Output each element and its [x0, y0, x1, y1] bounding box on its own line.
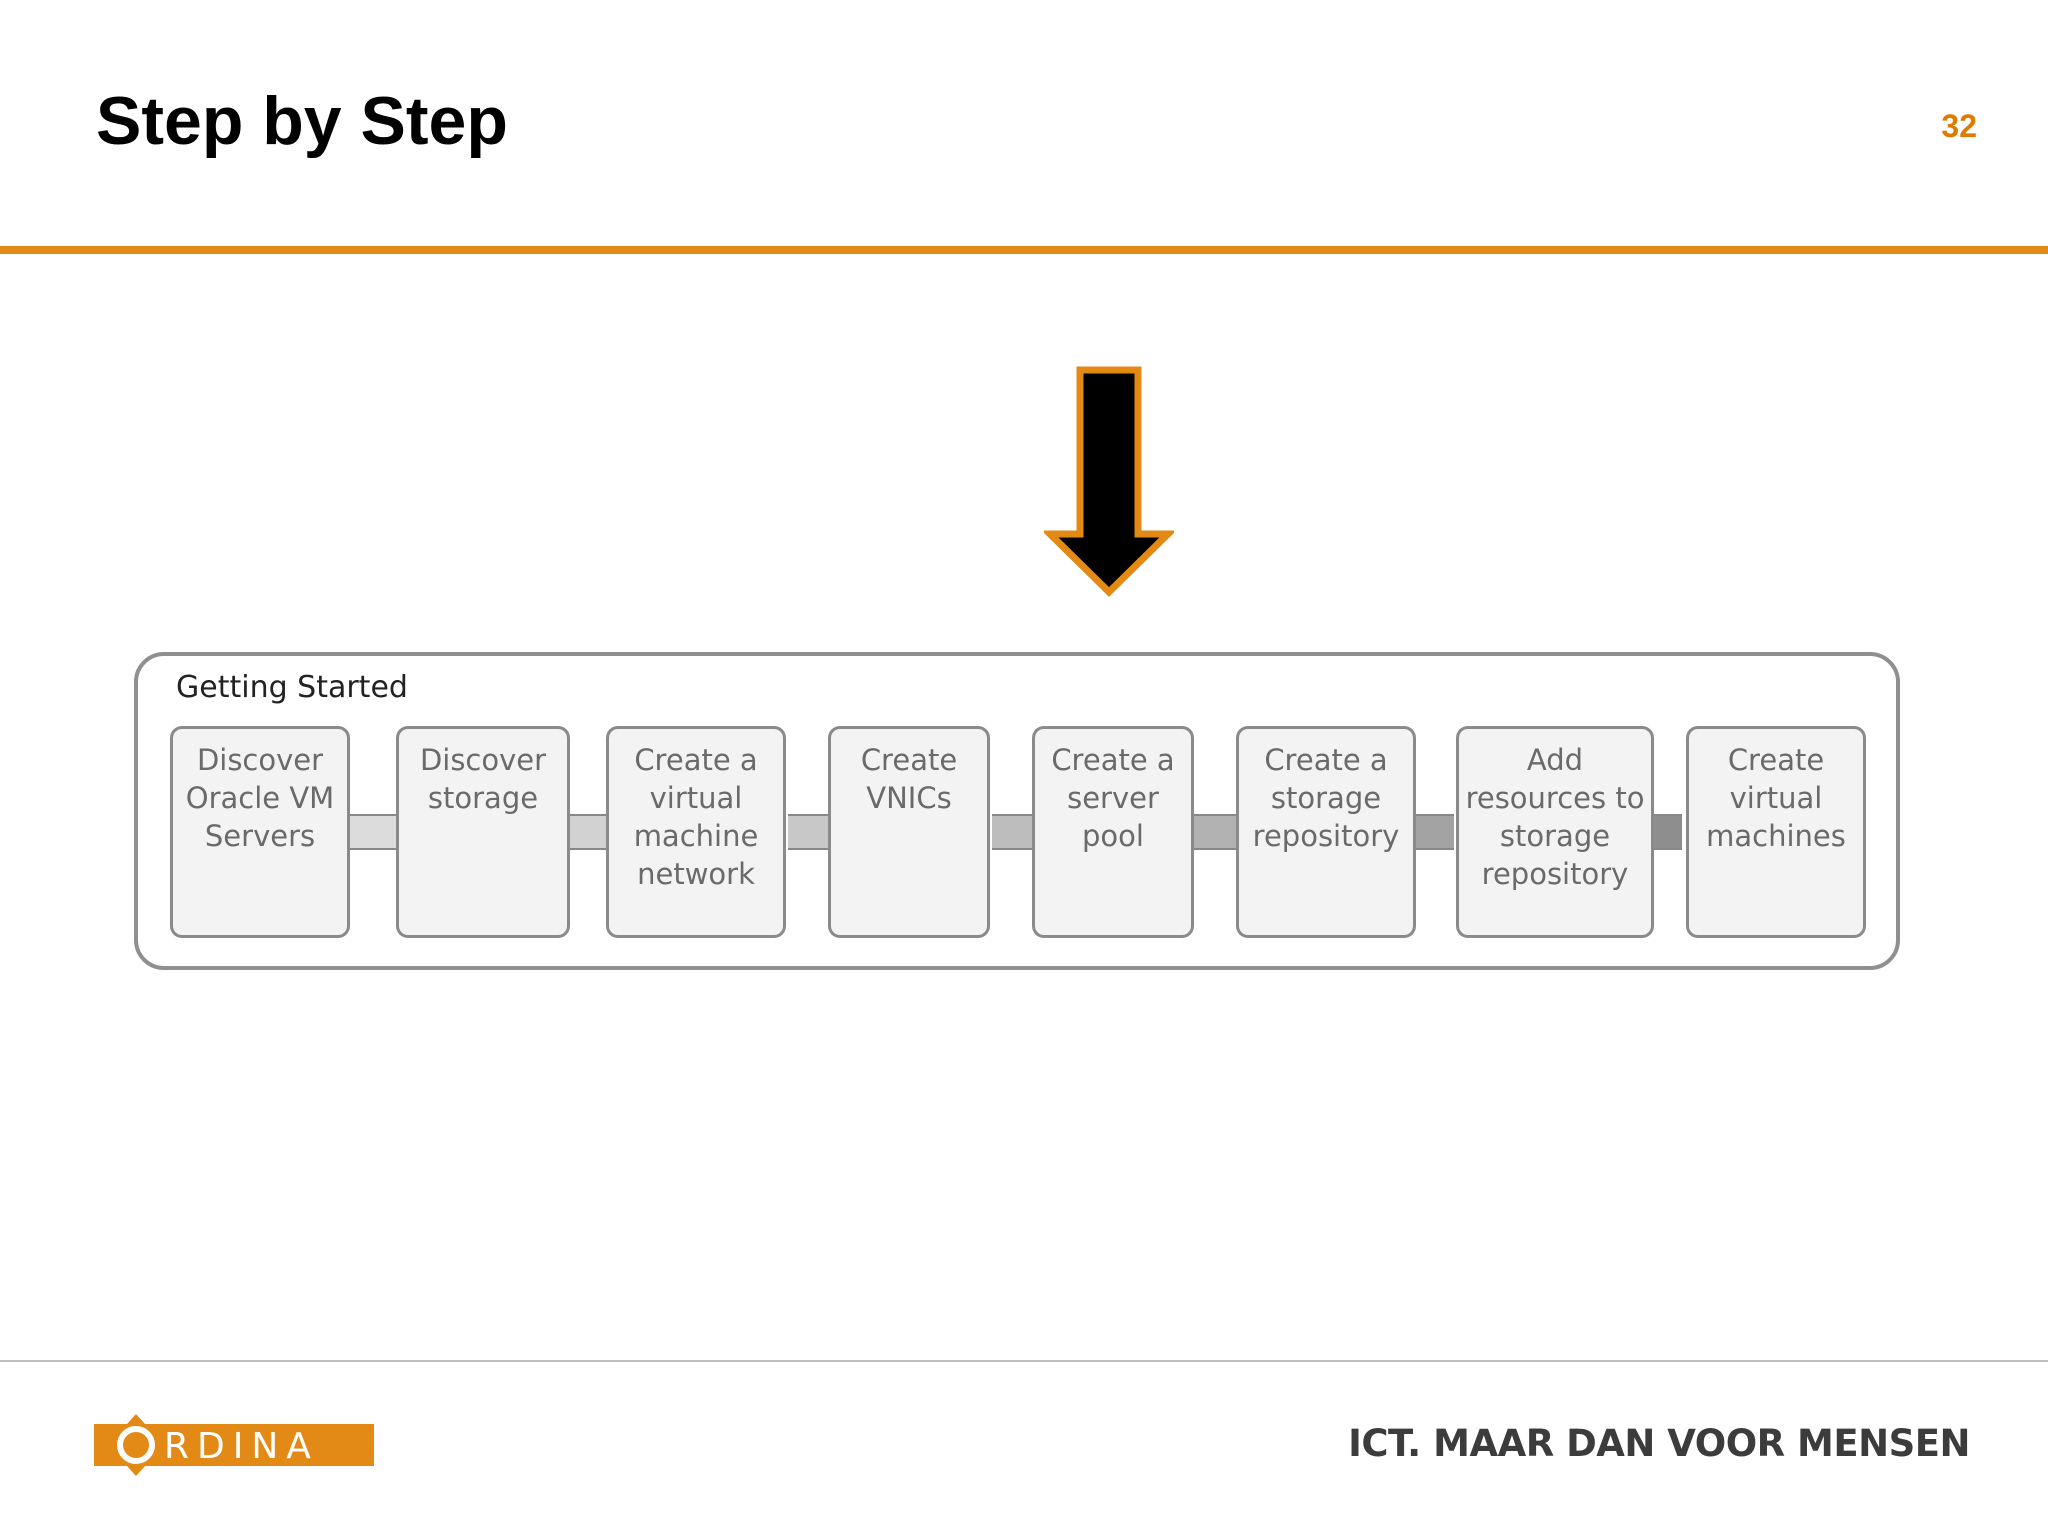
step-connector	[566, 814, 610, 850]
step-create-vms: Create virtual machines	[1686, 726, 1866, 938]
panel-title: Getting Started	[176, 670, 408, 705]
header-divider	[0, 246, 2048, 254]
step-line: machines	[1706, 819, 1846, 853]
step-line: Create a	[1051, 743, 1175, 777]
step-line: repository	[1481, 857, 1629, 891]
step-discover-storage: Discover storage	[396, 726, 570, 938]
step-line: repository	[1252, 819, 1400, 853]
step-line: Create	[860, 743, 958, 777]
logo-text: RDINA	[164, 1426, 319, 1467]
step-line: storage	[1270, 781, 1382, 815]
down-arrow-icon	[1044, 366, 1174, 597]
page-number: 32	[1941, 108, 1977, 144]
getting-started-panel: Getting Started Discover Oracle VM Serve…	[134, 652, 1900, 970]
step-create-server-pool: Create a server pool	[1032, 726, 1194, 938]
logo-diamond	[108, 1414, 164, 1476]
step-line: storage	[1499, 819, 1611, 853]
step-line: Discover	[196, 743, 324, 777]
step-line: virtual	[649, 781, 743, 815]
ordina-logo: RDINA	[94, 1414, 374, 1476]
step-line: Oracle VM	[185, 781, 335, 815]
step-connector	[1410, 814, 1454, 850]
step-line: storage	[427, 781, 539, 815]
step-connector	[992, 814, 1036, 850]
footer-divider	[0, 1360, 2048, 1362]
step-line: server	[1067, 781, 1159, 815]
arrow-shape	[1044, 366, 1174, 597]
step-connector	[1194, 814, 1238, 850]
step-discover-servers: Discover Oracle VM Servers	[170, 726, 350, 938]
step-create-storage-repository: Create a storage repository	[1236, 726, 1416, 938]
step-line: Create a	[1264, 743, 1388, 777]
step-create-network: Create a virtual machine network	[606, 726, 786, 938]
step-create-vnics: Create VNICs	[828, 726, 990, 938]
step-line: Discover	[419, 743, 547, 777]
step-line: machine	[633, 819, 759, 853]
step-line: resources to	[1465, 781, 1645, 815]
step-connector	[788, 814, 832, 850]
tagline: ICT. MAAR DAN VOOR MENSEN	[1348, 1422, 1970, 1465]
logo-ring-icon	[117, 1426, 155, 1464]
step-line: Create a	[634, 743, 758, 777]
slide-title: Step by Step	[96, 83, 508, 159]
step-line: VNICs	[866, 781, 952, 815]
step-line: network	[637, 857, 755, 891]
step-line: Add	[1526, 743, 1584, 777]
step-line: Create	[1727, 743, 1825, 777]
step-add-resources: Add resources to storage repository	[1456, 726, 1654, 938]
step-connector	[348, 814, 400, 850]
step-line: virtual	[1729, 781, 1823, 815]
step-line: pool	[1082, 819, 1144, 853]
step-line: Servers	[204, 819, 316, 853]
